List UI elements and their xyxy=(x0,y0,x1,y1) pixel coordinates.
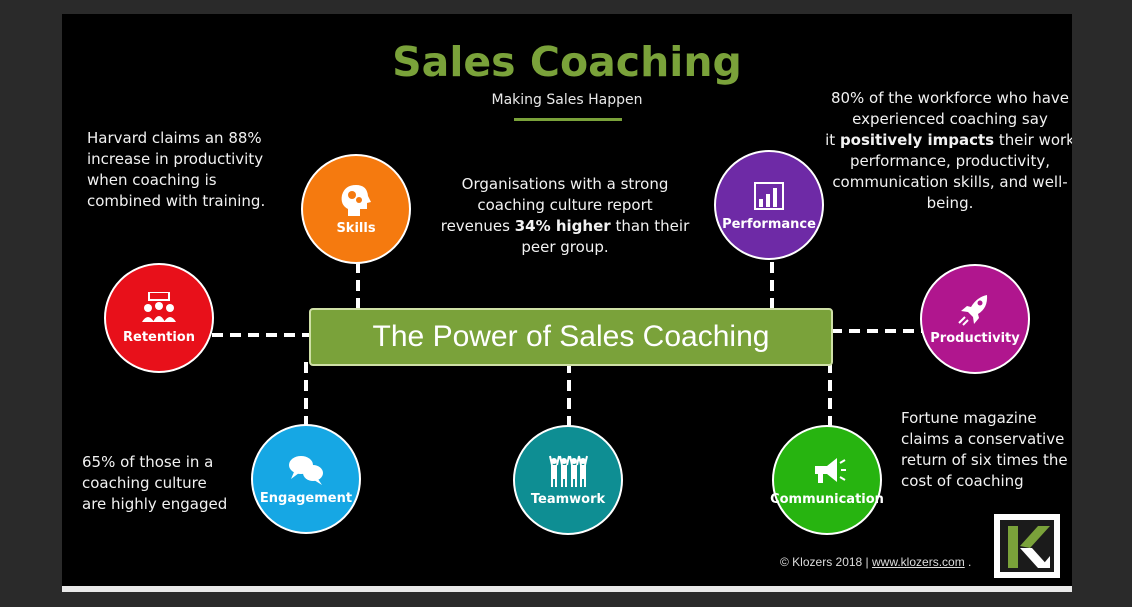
blurb-text: it xyxy=(825,131,840,149)
node-label: Productivity xyxy=(930,330,1020,346)
group-meeting-icon xyxy=(142,291,176,322)
title-divider xyxy=(514,118,622,121)
blurb-line: experienced coaching say xyxy=(852,110,1048,128)
slide: Sales Coaching Making Sales Happen The P… xyxy=(62,14,1072,586)
blurb-line: coaching culture xyxy=(82,474,207,492)
bar-chart-icon xyxy=(754,181,784,210)
head-gears-icon xyxy=(341,184,371,216)
blurb-line: revenues 34% higher than their xyxy=(424,216,706,237)
blurb-line: Harvard claims an 88% xyxy=(87,129,262,147)
blurb-text: revenues xyxy=(440,217,515,235)
blurb-line: combined with training. xyxy=(87,192,266,210)
node-performance: Performance xyxy=(714,150,824,260)
node-skills: Skills xyxy=(301,154,411,264)
blurb-culture: Organisations with a strong coaching cul… xyxy=(424,174,706,258)
node-communication: Communication xyxy=(770,425,884,535)
blurb-highlight: positively impacts xyxy=(839,131,995,149)
blurb-line: Fortune magazine xyxy=(901,409,1037,427)
blurb-fortune: Fortune magazine claims a conservative r… xyxy=(901,408,1071,492)
rocket-icon xyxy=(958,294,988,326)
node-engagement: Engagement xyxy=(251,424,361,534)
node-label: Skills xyxy=(336,220,376,236)
blurb-line: claims a conservative xyxy=(901,430,1065,448)
node-label: Communication xyxy=(770,491,884,507)
node-label: Performance xyxy=(722,216,816,232)
blurb-text: than their xyxy=(610,217,690,235)
bottom-bar xyxy=(62,586,1072,592)
footer-suffix: . xyxy=(964,555,972,569)
blurb-line: increase in productivity xyxy=(87,150,264,168)
node-label: Teamwork xyxy=(530,491,606,507)
central-label: The Power of Sales Coaching xyxy=(372,320,770,353)
blurb-harvard: Harvard claims an 88% increase in produc… xyxy=(87,128,297,212)
blurb-line: coaching culture report xyxy=(477,196,653,214)
blurb-workforce: 80% of the workforce who have experience… xyxy=(825,88,1072,214)
footer: © Klozers 2018 | www.klozers.com . xyxy=(780,555,971,569)
blurb-line: performance, productivity, xyxy=(849,152,1051,170)
blurb-engaged: 65% of those in a coaching culture are h… xyxy=(82,452,252,515)
blurb-line: 80% of the workforce who have xyxy=(830,89,1070,107)
blurb-line: communication skills, and well- xyxy=(832,173,1068,191)
connector-lines xyxy=(212,262,924,426)
website-link[interactable]: www.klozers.com xyxy=(872,555,965,569)
node-retention: Retention xyxy=(104,263,214,373)
speech-bubbles-icon xyxy=(289,455,323,485)
central-box: The Power of Sales Coaching xyxy=(309,308,833,366)
team-cheering-icon xyxy=(549,455,588,487)
megaphone-icon xyxy=(815,457,846,483)
node-productivity: Productivity xyxy=(920,264,1030,374)
page-subtitle: Making Sales Happen xyxy=(491,92,643,108)
blurb-line: being. xyxy=(926,194,974,212)
blurb-line: are highly engaged xyxy=(82,495,228,513)
klozers-logo xyxy=(994,514,1060,578)
blurb-line: when coaching is xyxy=(87,171,217,189)
blurb-text: their work xyxy=(994,131,1072,149)
node-label: Retention xyxy=(123,329,195,345)
blurb-line: cost of coaching xyxy=(901,472,1024,490)
blurb-line: return of six times the xyxy=(901,451,1068,469)
blurb-highlight: 34% higher xyxy=(514,217,611,235)
node-teamwork: Teamwork xyxy=(513,425,623,535)
copyright-text: © Klozers 2018 | xyxy=(780,555,873,569)
blurb-line: peer group. xyxy=(521,238,609,256)
blurb-line: 65% of those in a xyxy=(82,453,214,471)
page-title: Sales Coaching xyxy=(392,38,742,86)
blurb-line: it positively impacts their work xyxy=(825,130,1072,151)
blurb-line: Organisations with a strong xyxy=(461,175,669,193)
node-label: Engagement xyxy=(259,490,353,506)
